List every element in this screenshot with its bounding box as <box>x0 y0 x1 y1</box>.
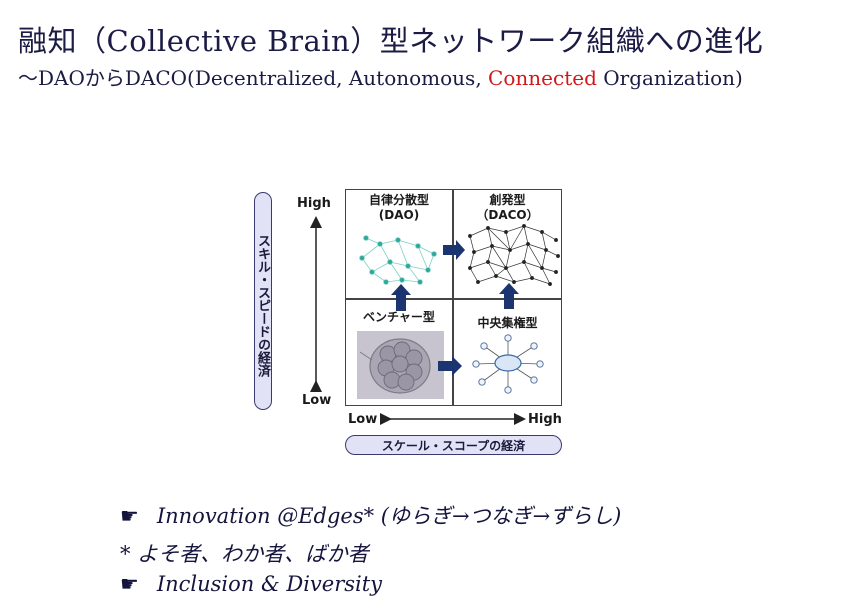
transition-arrows <box>391 240 519 376</box>
bullet-innovation: ☛ Innovation @Edges* (ゆらぎ→つなぎ→ずらし) <box>120 500 621 530</box>
dao-label-line1: 自律分散型 <box>368 193 429 207</box>
y-axis-low: Low <box>302 393 332 408</box>
pointing-hand-icon: ☛ <box>120 572 139 596</box>
bullet-innovation-text: Innovation @Edges* (ゆらぎ→つなぎ→ずらし) <box>156 504 622 528</box>
arrow-dao-to-daco <box>443 240 465 260</box>
pointing-hand-icon: ☛ <box>120 504 139 528</box>
daco-label-line1: 創発型 <box>489 193 526 207</box>
quadrant-dao-label: 自律分散型 (DAO) <box>350 193 448 223</box>
x-axis-low: Low <box>348 412 378 427</box>
arrow-centralized-to-daco <box>499 283 519 309</box>
arrow-venture-to-centralized <box>438 356 462 376</box>
dao-network-illustration <box>359 235 437 285</box>
subtitle-prefix: ～DAOからDACO(Decentralized, Autonomous, <box>18 66 489 90</box>
daco-label-line2: （DACO） <box>476 208 539 222</box>
page-title: 融知（Collective Brain）型ネットワーク組織への進化 <box>18 24 764 58</box>
quadrant-daco <box>453 189 562 299</box>
dao-label-line2: (DAO) <box>378 208 420 222</box>
x-axis-label: スケール・スコープの経済 <box>345 435 562 455</box>
bullet-inclusion: ☛ Inclusion & Diversity <box>120 572 382 596</box>
subtitle-suffix: Organization) <box>596 66 743 90</box>
page-subtitle: ～DAOからDACO(Decentralized, Autonomous, Co… <box>18 62 743 91</box>
quadrant-centralized-label: 中央集権型 <box>477 316 538 330</box>
x-axis-high: High <box>528 412 562 427</box>
quadrant-daco-label: 創発型 （DACO） <box>458 193 557 223</box>
venture-embryo-illustration <box>357 331 444 399</box>
bullet-footnote-text: * よそ者、わか者、ばか者 <box>120 542 369 566</box>
subtitle-highlight: Connected <box>488 66 597 90</box>
y-axis-high: High <box>297 196 331 211</box>
y-axis-label: スキル・スピードの経済 <box>254 192 272 410</box>
bullet-footnote: * よそ者、わか者、ばか者 <box>120 538 369 568</box>
quadrant-dao <box>345 189 453 299</box>
bullet-inclusion-text: Inclusion & Diversity <box>156 572 383 596</box>
quadrant-venture-label: ベンチャー型 <box>363 310 435 324</box>
arrow-venture-to-dao <box>391 284 411 311</box>
daco-mesh-illustration <box>468 224 560 286</box>
centralized-hub-illustration <box>472 334 544 394</box>
